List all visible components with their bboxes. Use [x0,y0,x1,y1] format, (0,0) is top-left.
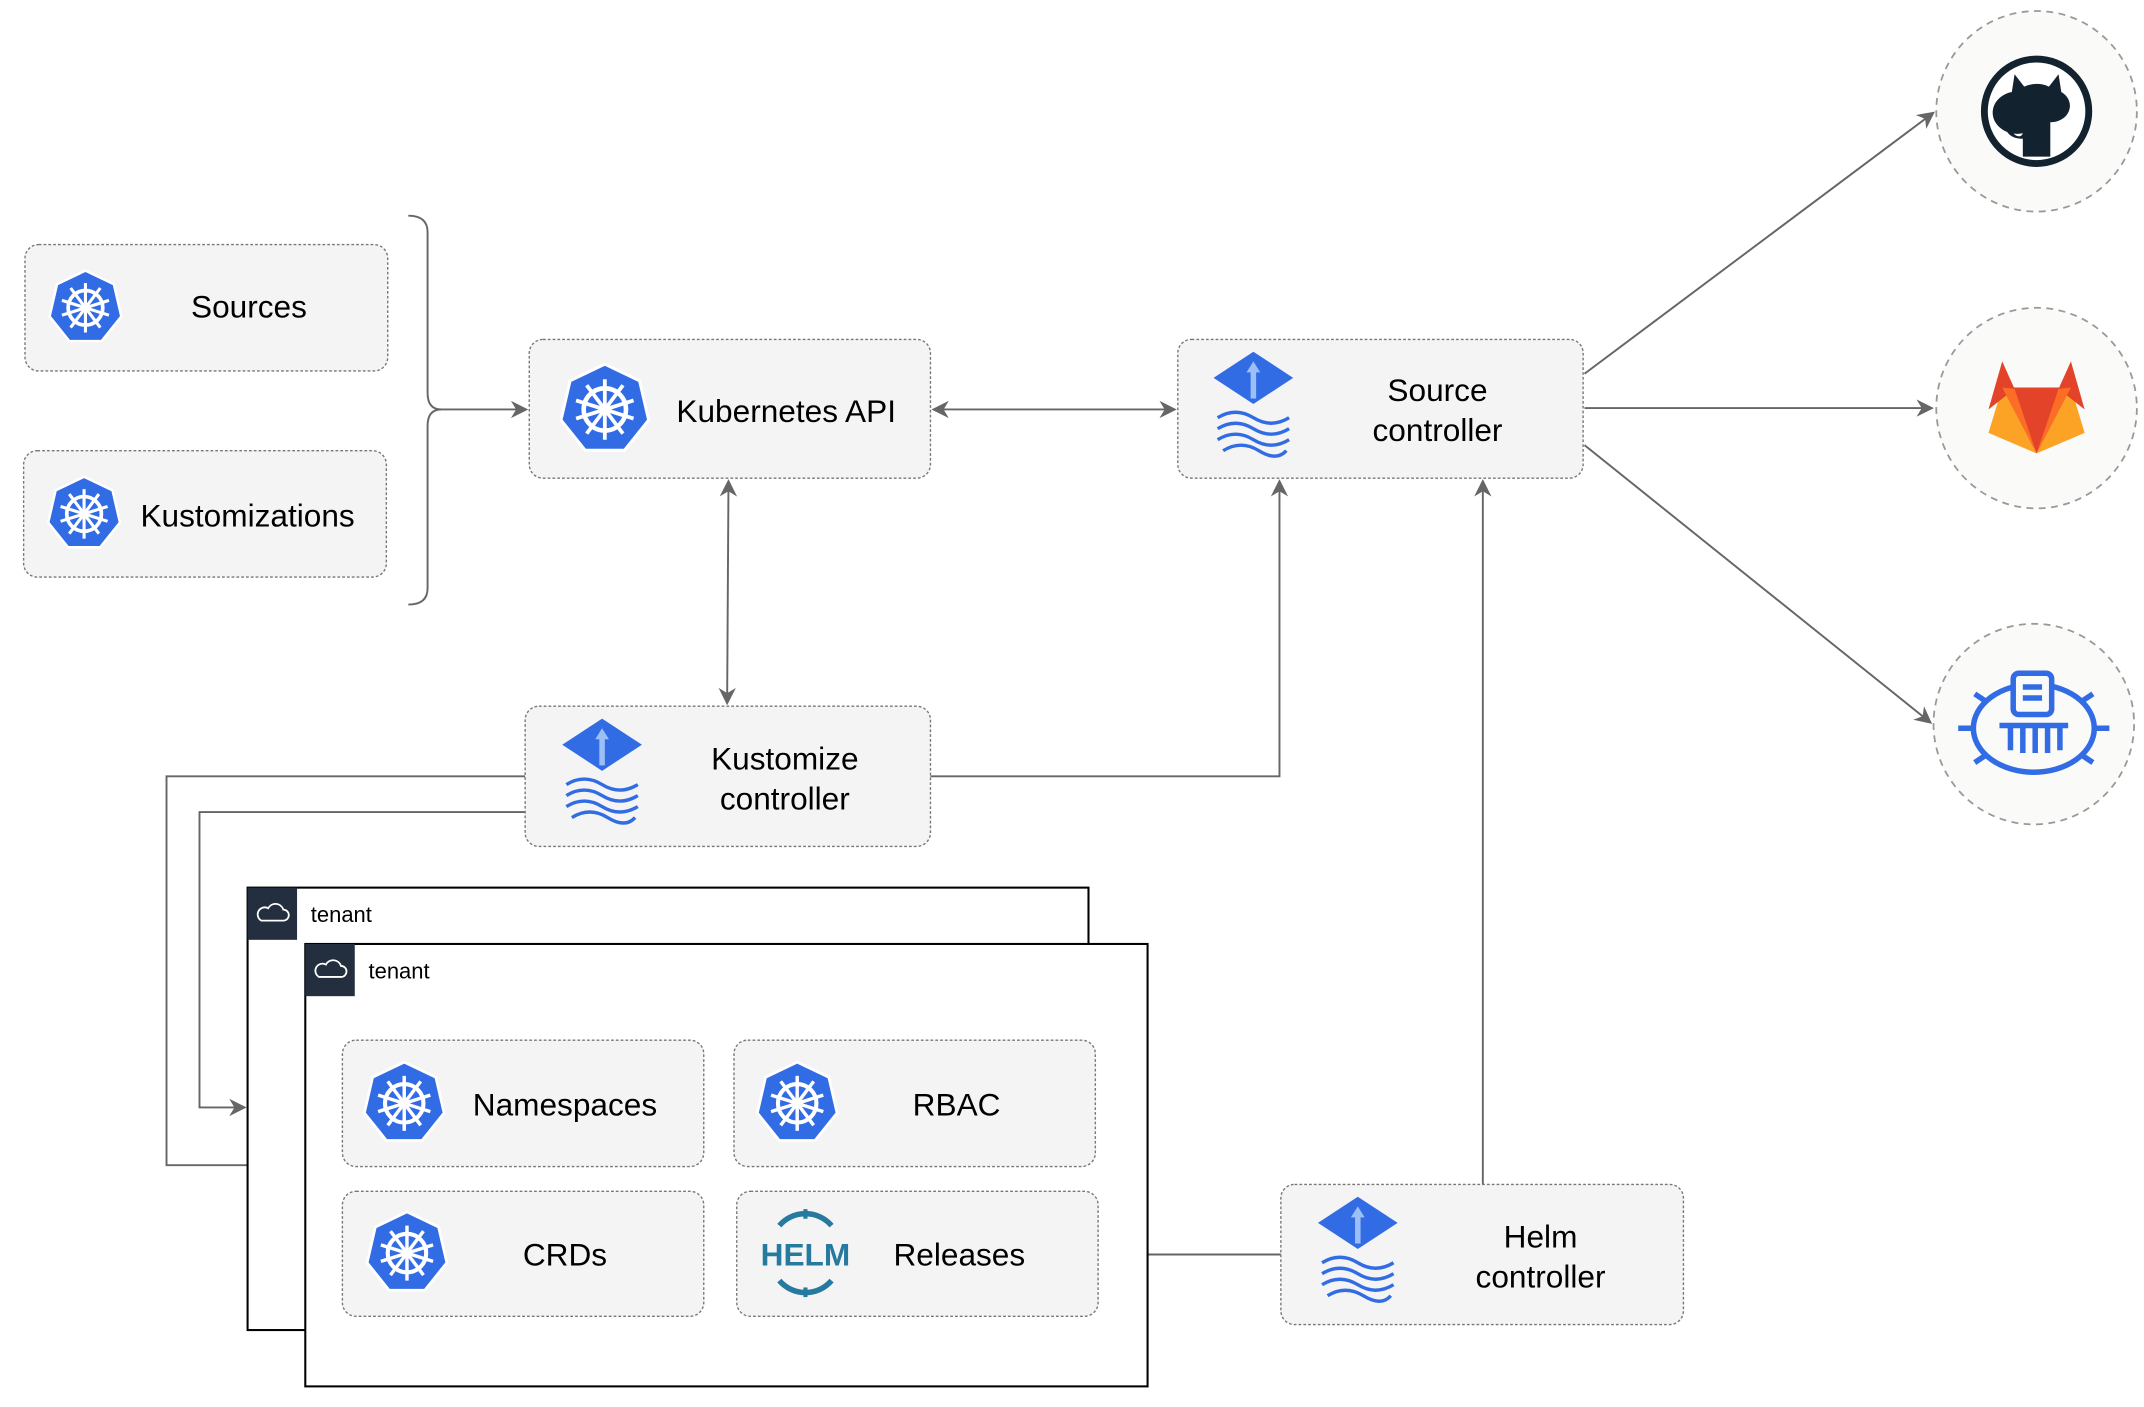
bracket-to-kubernetes-api-edge [408,214,529,419]
releases-label: Releases [893,1236,1025,1272]
kubernetes-api-label: Kubernetes API [676,393,896,429]
kubernetes-api-node[interactable]: Kubernetes API [528,338,932,479]
source-controller-label-2: controller [1373,412,1503,448]
github-node[interactable] [1935,10,2138,213]
helm-controller-label-2: controller [1476,1258,1606,1294]
source-to-bucket-edge [1583,444,1933,724]
kustomize-controller-label-2: controller [720,780,850,816]
sources-label: Sources [191,288,307,324]
helm-controller-node[interactable]: Helm controller [1280,1183,1685,1326]
rbac-node[interactable]: RBAC [733,1039,1097,1168]
source-to-github-edge [1583,111,1935,375]
namespaces-label: Namespaces [473,1087,657,1123]
gitlab-node[interactable] [1935,306,2138,510]
namespaces-node[interactable]: Namespaces [341,1039,705,1168]
gitlab-icon [1988,361,2085,454]
source-controller-node[interactable]: Source controller [1177,338,1584,479]
sources-node[interactable]: Sources [24,243,389,372]
tenant-label: tenant [369,958,430,983]
rbac-label: RBAC [913,1087,1001,1123]
tenant-label: tenant [311,902,372,927]
kustomize-to-tenant-front-edge [165,775,526,1174]
kustomize-to-tenant-back-edge [198,811,526,1117]
kustomizations-label: Kustomizations [140,497,354,533]
helm-icon: HELM [761,1209,851,1298]
cloud-icon [256,902,290,922]
helm-logo-text: HELM [761,1236,851,1272]
crds-label: CRDs [523,1236,607,1272]
bucket-icon [1958,670,2110,775]
cloud-icon [314,959,348,978]
bracket-lower [408,408,442,606]
helm-controller-label-1: Helm [1504,1219,1578,1255]
source-controller-label-1: Source [1387,372,1487,408]
kustomize-controller-node[interactable]: Kustomize controller [524,705,932,848]
crds-node[interactable]: CRDs [341,1190,705,1318]
bucket-node[interactable] [1932,622,2136,826]
api-kustomize-controller-edge [718,479,738,706]
kustomize-controller-label-1: Kustomize [711,740,858,776]
github-icon [1980,55,2093,167]
kustomizations-node[interactable]: Kustomizations [22,449,388,578]
kustomize-to-source-edge [930,479,1289,778]
releases-node[interactable]: HELM Releases [736,1190,1099,1318]
